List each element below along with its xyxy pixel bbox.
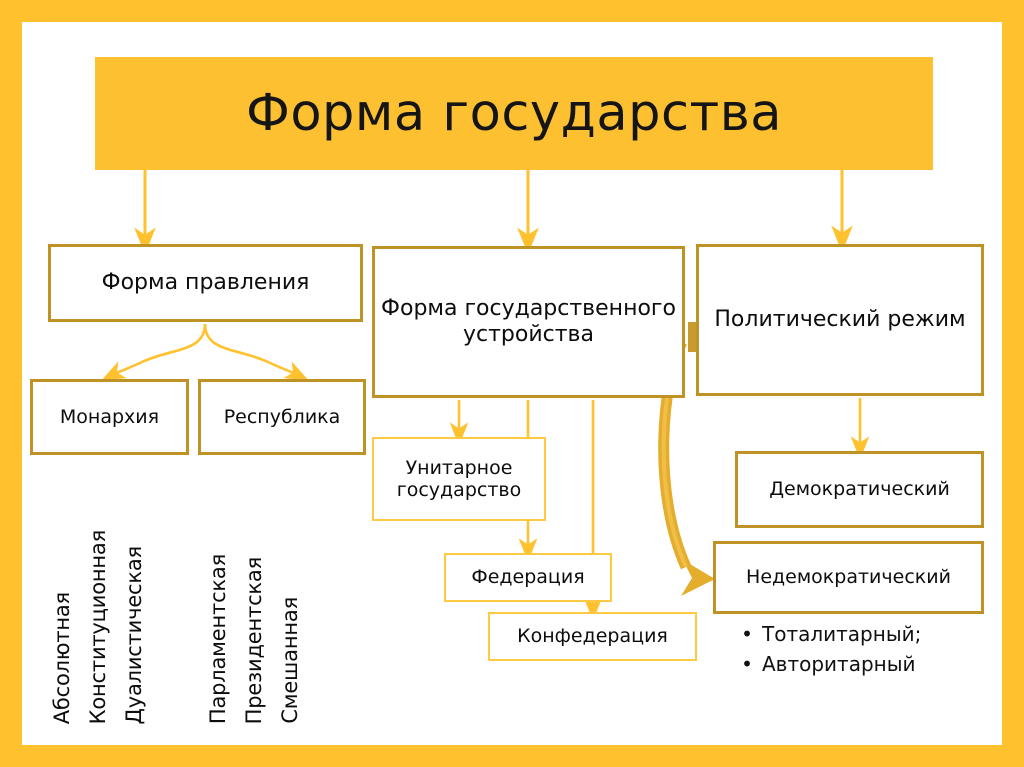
node-label: Федерация	[471, 566, 585, 589]
bullet-label: Авторитарный	[762, 652, 916, 676]
node-label: Конфедерация	[517, 625, 668, 648]
diagram-canvas: Форма государства Форма правления Форма …	[22, 22, 1002, 745]
node-confederation[interactable]: Конфедерация	[488, 612, 697, 661]
node-label: Монархия	[59, 405, 160, 428]
node-label: Форма правления	[101, 270, 310, 296]
list-item: • Тоталитарный;	[732, 622, 992, 646]
node-label: Недемократический	[746, 566, 951, 589]
page-title: Форма государства	[245, 84, 783, 143]
list-item: • Авторитарный	[732, 652, 992, 676]
node-state-structure[interactable]: Форма государственного устройства	[372, 246, 685, 398]
node-label: Форма государственного устройства	[381, 296, 676, 347]
node-label: Демократический	[769, 478, 950, 501]
monarchy-subtype-absolute: Абсолютная	[50, 591, 74, 724]
node-label: Унитарное государство	[396, 456, 522, 501]
non-democratic-bullet-list: • Тоталитарный; • Авторитарный	[732, 622, 992, 682]
republic-subtype-parliamentary: Парламентская	[206, 553, 230, 724]
node-label: Республика	[223, 405, 341, 428]
wire-government-to-children	[101, 323, 309, 381]
republic-subtype-presidential: Президентская	[242, 556, 266, 724]
page-title-banner: Форма государства	[95, 57, 933, 170]
node-unitary-state[interactable]: Унитарное государство	[372, 437, 546, 521]
node-monarchy[interactable]: Монархия	[30, 379, 189, 455]
monarchy-subtypes-group: Абсолютная Конституционная Дуалистическа…	[50, 474, 146, 724]
bullet-label: Тоталитарный;	[762, 622, 922, 646]
node-federation[interactable]: Федерация	[444, 553, 612, 602]
monarchy-subtype-constitutional: Конституционная	[86, 529, 110, 724]
node-political-regime[interactable]: Политический режим	[696, 244, 984, 396]
republic-subtypes-group: Парламентская Президентская Смешанная	[206, 474, 302, 724]
node-republic[interactable]: Республика	[198, 379, 366, 455]
bullet-icon: •	[741, 652, 753, 676]
node-label: Политический режим	[714, 307, 966, 333]
wire-stub-regime	[688, 322, 696, 352]
node-non-democratic[interactable]: Недемократический	[713, 541, 984, 614]
node-democratic[interactable]: Демократический	[735, 451, 984, 528]
monarchy-subtype-dualistic: Дуалистическая	[122, 545, 146, 724]
republic-subtype-mixed: Смешанная	[278, 597, 302, 724]
node-form-of-government[interactable]: Форма правления	[48, 244, 363, 322]
bullet-icon: •	[741, 622, 753, 646]
